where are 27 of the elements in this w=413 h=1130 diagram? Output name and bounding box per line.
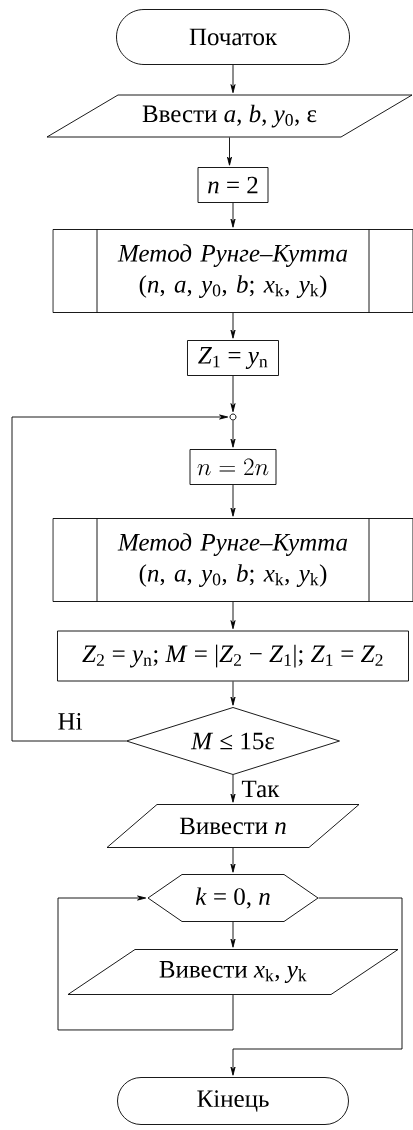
arrow (230, 64, 236, 94)
io-parallelogram: Вивести n (106, 804, 360, 848)
loop-hexagon: k = 0, n (147, 874, 319, 922)
predefined-process-box: Метод Рунге–Кутта (n, a, y$_{0}$, b; x$_{k}$, y$_{k}$) (52, 518, 413, 602)
process-box: Z$_{2}$ = y$_{n}$; M = |Z$_{2}$ − Z$_{1}$|; Z$_{1}$ = Z$_{2}$ (57, 630, 409, 682)
arrow (230, 601, 236, 630)
edge-label: Ні (56, 712, 84, 731)
arrow (230, 202, 236, 228)
process-box: Z$_{1}$ = y$_{n}$ (187, 340, 279, 376)
process-box: n = 2 (197, 167, 269, 203)
arrow (230, 774, 236, 803)
arrow (230, 420, 236, 448)
process-box: $n = 2n$ (189, 449, 277, 485)
arrow (230, 897, 403, 1076)
arrow (230, 375, 236, 413)
arrow (230, 681, 236, 706)
io-parallelogram: Ввести a, b, y$_{0}$, ε (46, 94, 413, 138)
arrow (230, 484, 236, 517)
edge-label: Так (240, 779, 281, 799)
arrow (57, 895, 234, 1031)
predefined-process-box: Метод Рунге–Кутта (n, a, y$_{0}$, b; x$_{k}$, y$_{k}$) (52, 229, 413, 313)
io-parallelogram: Вивести x$_{k}$, y$_{k}$ (67, 949, 399, 995)
arrow (230, 847, 236, 873)
arrow (227, 137, 232, 166)
arrow (230, 312, 236, 339)
arrow (11, 414, 229, 742)
arrow (230, 921, 236, 948)
